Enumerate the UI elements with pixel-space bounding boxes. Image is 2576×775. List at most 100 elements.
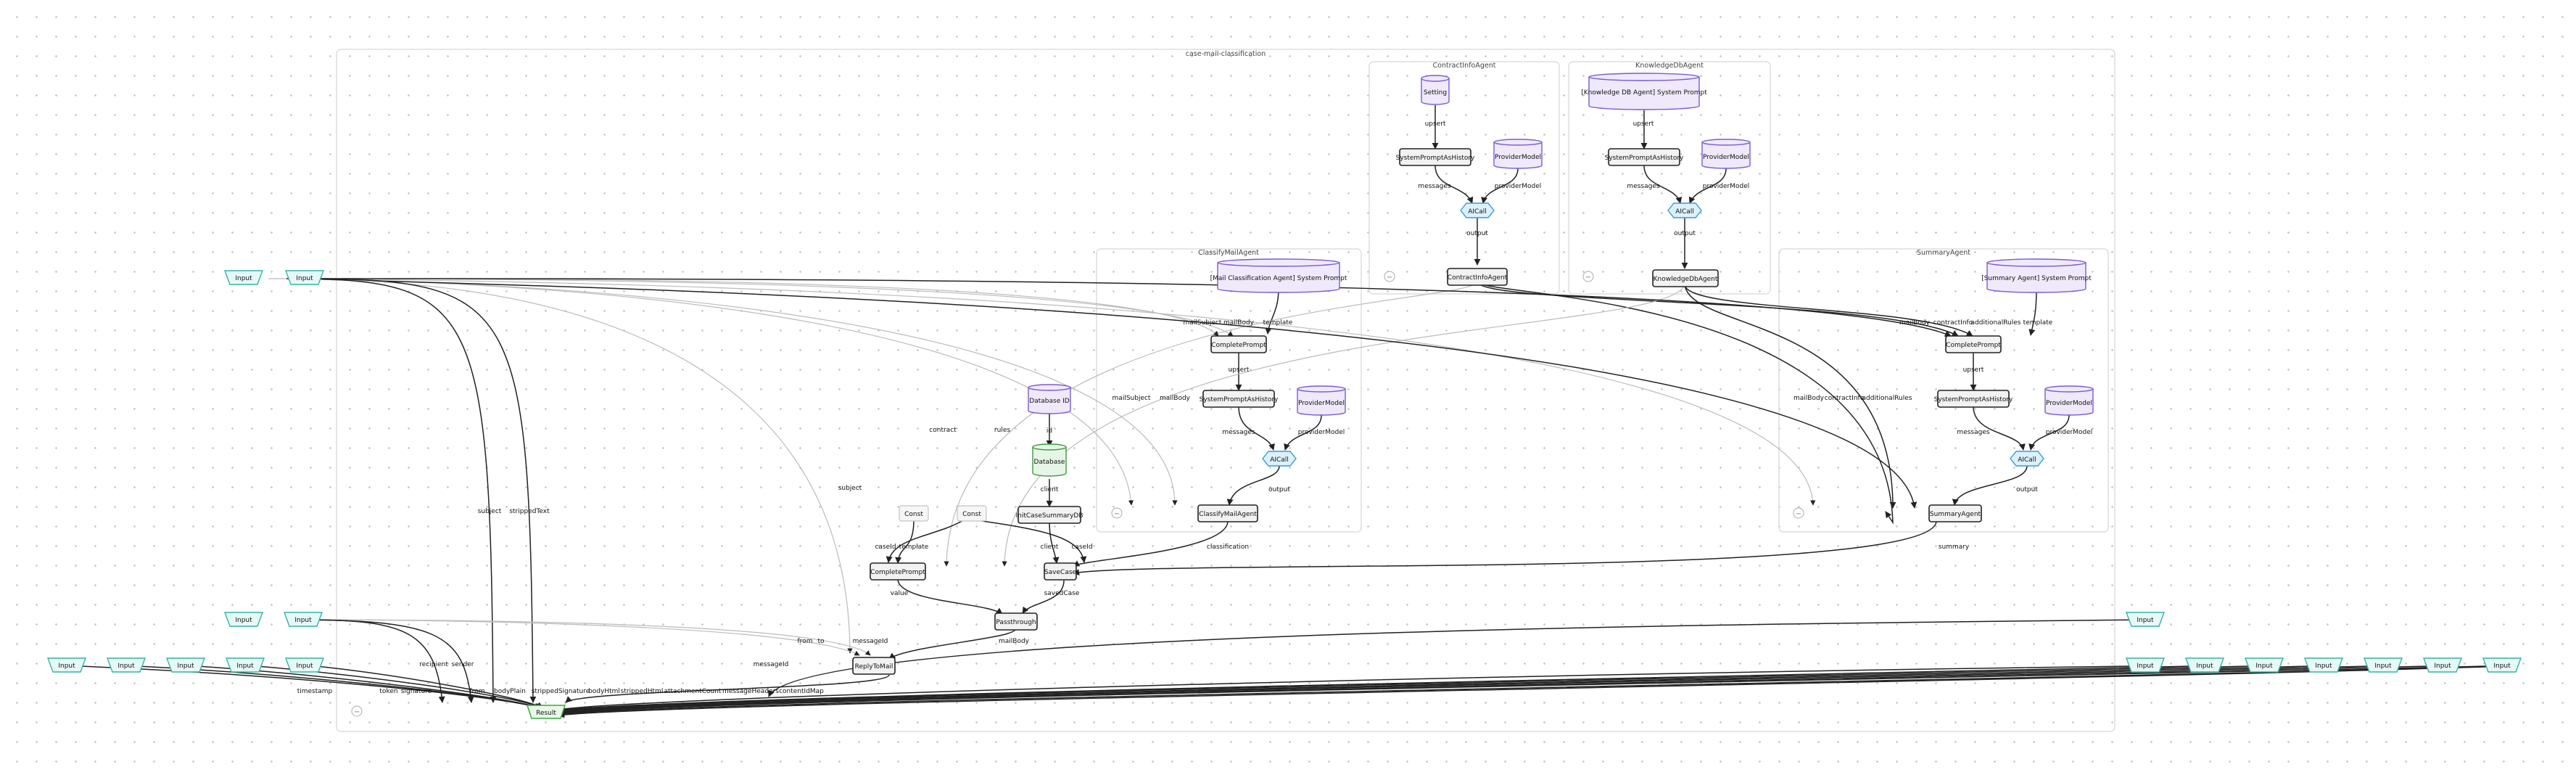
node-database[interactable]: Database (1032, 443, 1067, 477)
edge-label-client: client (1041, 544, 1059, 551)
group-knowledge-title: KnowledgeDbAgent (1635, 62, 1704, 70)
edge-label-contractinfo: contractInfo (1933, 319, 1973, 327)
svg-text:Input: Input (2196, 663, 2213, 670)
node-provider-model-kb[interactable]: ProviderModel (1701, 139, 1751, 169)
edge-label-token: token (379, 688, 397, 695)
collapse-button-summary[interactable]: − (1793, 507, 1804, 519)
collapse-button-knowledge[interactable]: − (1582, 271, 1594, 282)
svg-text:AICall: AICall (1270, 456, 1289, 464)
collapse-button-contract[interactable]: − (1384, 271, 1395, 282)
node-provider-model-contract[interactable]: ProviderModel (1493, 139, 1543, 169)
node-knowledge-db-agent[interactable]: KnowledgeDbAgent (1652, 269, 1719, 287)
node-summary-agent[interactable]: SummaryAgent (1928, 504, 1982, 522)
edge-label-mailsubject: mailSubject (1184, 319, 1222, 327)
input-node[interactable]: Input (46, 657, 87, 673)
svg-text:Input: Input (296, 663, 313, 670)
edge-label-template: template (1263, 319, 1293, 327)
svg-text:Input: Input (2315, 663, 2332, 670)
node-result[interactable]: Result (526, 705, 566, 719)
svg-text:CompletePrompt: CompletePrompt (1946, 342, 2001, 349)
input-node[interactable]: Input (2125, 657, 2166, 673)
input-node[interactable]: Input (2482, 657, 2522, 673)
node-save-case[interactable]: SaveCase (1044, 562, 1077, 581)
edge-label-mailbody: mailBody (999, 638, 1030, 645)
node-database-id[interactable]: Database ID (1028, 384, 1071, 414)
node-mail-classification-system-prompt[interactable]: [Mail Classification Agent] System Promp… (1210, 258, 1347, 293)
input-node[interactable]: Input (284, 657, 325, 673)
svg-text:SummaryAgent: SummaryAgent (1930, 511, 1981, 518)
input-node[interactable]: Input (2125, 612, 2166, 627)
svg-text:Input: Input (2137, 617, 2154, 624)
edge-label-recipient: recipient (419, 661, 448, 668)
node-summary-system-prompt[interactable]: [Summary Agent] System Prompt (1981, 258, 2092, 293)
input-node[interactable]: Input (2244, 657, 2284, 673)
svg-text:ProviderModel: ProviderModel (1495, 154, 1541, 161)
input-node[interactable]: Input (225, 657, 265, 673)
node-classify-mail-agent[interactable]: ClassifyMailAgent (1197, 504, 1258, 522)
svg-text:Passthrough: Passthrough (996, 619, 1036, 626)
svg-text:Input: Input (2493, 663, 2511, 670)
svg-text:SystemPromptAsHistory: SystemPromptAsHistory (1934, 396, 2013, 403)
svg-text:Input: Input (236, 663, 254, 670)
svg-text:ProviderModel: ProviderModel (1703, 154, 1749, 161)
node-system-prompt-as-history-kb[interactable]: SystemPromptAsHistory (1605, 148, 1684, 166)
edge-label-classification: classification (1207, 544, 1249, 551)
input-node[interactable]: Input (283, 612, 323, 627)
collapse-button-classify[interactable]: − (1111, 507, 1123, 519)
node-system-prompt-as-history-classify[interactable]: SystemPromptAsHistory (1200, 390, 1279, 408)
node-complete-prompt-summary[interactable]: CompletePrompt (1945, 335, 2002, 353)
node-setting[interactable]: Setting (1421, 75, 1450, 105)
group-knowledge: KnowledgeDbAgent (1568, 61, 1771, 295)
svg-text:Const: Const (962, 511, 981, 518)
node-passthrough[interactable]: Passthrough (994, 612, 1038, 631)
node-const-1[interactable]: Const (899, 505, 929, 522)
input-node[interactable]: Input (2422, 657, 2463, 673)
svg-text:InitCaseSummaryDB: InitCaseSummaryDB (1015, 512, 1083, 520)
node-provider-model-classify[interactable]: ProviderModel (1297, 385, 1346, 416)
svg-text:Input: Input (117, 663, 135, 670)
edge-label-upsert: upsert (1229, 366, 1250, 374)
edge-label-upsert: upsert (1633, 120, 1654, 128)
collapse-button-main[interactable]: − (351, 705, 363, 717)
node-system-prompt-as-history-contract[interactable]: SystemPromptAsHistory (1396, 148, 1475, 166)
node-complete-prompt[interactable]: CompletePrompt (870, 562, 926, 581)
input-node[interactable]: Input (106, 657, 146, 673)
node-provider-model-summary[interactable]: ProviderModel (2044, 385, 2094, 416)
input-node[interactable]: Input (284, 270, 325, 285)
svg-text:Input: Input (2255, 663, 2273, 670)
svg-text:[Mail Classification Agent] Sy: [Mail Classification Agent] System Promp… (1210, 275, 1347, 282)
node-init-case-summary-db[interactable]: InitCaseSummaryDB (1015, 506, 1083, 524)
edge-label-strippedhtml: strippedHtml (621, 688, 664, 695)
svg-text:KnowledgeDbAgent: KnowledgeDbAgent (1654, 276, 1718, 283)
svg-text:SystemPromptAsHistory: SystemPromptAsHistory (1200, 396, 1279, 403)
edge-label-upsert: upsert (1963, 366, 1984, 374)
input-node[interactable]: Input (2184, 657, 2225, 673)
node-aicall-contract[interactable]: AICall (1460, 202, 1495, 218)
node-aicall-classify[interactable]: AICall (1262, 451, 1297, 467)
group-contract-title: ContractInfoAgent (1433, 62, 1496, 70)
node-system-prompt-as-history-summary[interactable]: SystemPromptAsHistory (1934, 390, 2013, 408)
svg-text:ContractInfoAgent: ContractInfoAgent (1448, 274, 1508, 282)
edge-label-output: output (2016, 486, 2038, 493)
node-const-2[interactable]: Const (957, 505, 987, 522)
edge-label-messages: messages (1627, 183, 1659, 190)
node-aicall-kb[interactable]: AICall (1667, 202, 1702, 218)
edge-label-to: to (817, 638, 825, 645)
node-contract-info-agent[interactable]: ContractInfoAgent (1447, 268, 1508, 286)
input-node[interactable]: Input (165, 657, 206, 673)
edge-label-output: output (1674, 230, 1696, 237)
node-knowledge-db-system-prompt[interactable]: [Knowledge DB Agent] System Prompt (1581, 73, 1707, 110)
input-node[interactable]: Input (2303, 657, 2344, 673)
group-classify: ClassifyMailAgent (1096, 248, 1362, 533)
input-node[interactable]: Input (223, 612, 264, 627)
edge-label-attachmentcount: attachmentCount (664, 688, 721, 695)
input-node[interactable]: Input (223, 270, 264, 285)
edge-label-output: output (1268, 486, 1290, 493)
svg-text:SaveCase: SaveCase (1044, 569, 1077, 576)
node-complete-prompt-classify[interactable]: CompletePrompt (1210, 335, 1267, 353)
node-reply-to-mail[interactable]: ReplyToMail (852, 657, 896, 675)
input-node[interactable]: Input (2363, 657, 2403, 673)
node-aicall-summary[interactable]: AICall (2010, 451, 2044, 467)
svg-text:Input: Input (177, 663, 194, 670)
